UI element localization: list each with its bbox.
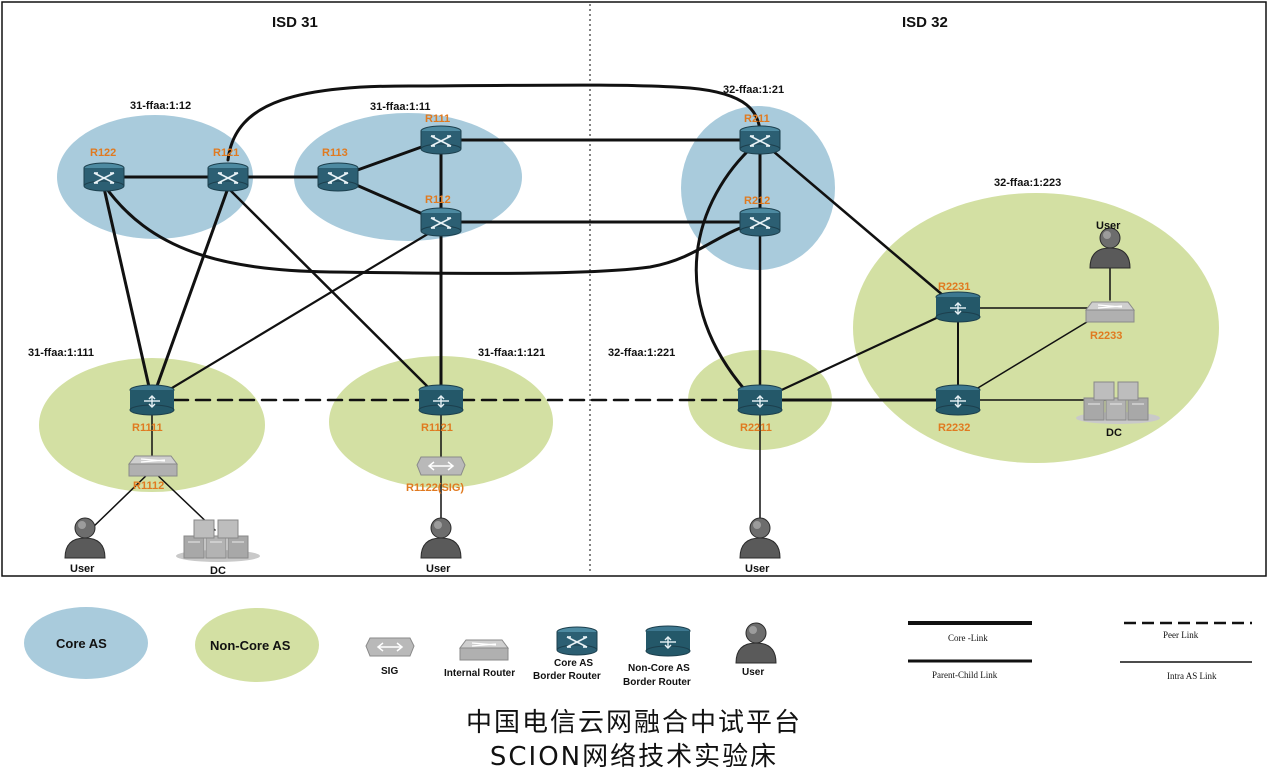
- router-r1121: [418, 384, 464, 416]
- as-31-11-label: 31-ffaa:1:11: [370, 101, 431, 113]
- isd-32-label: ISD 32: [902, 14, 948, 31]
- as-31-11-region: [294, 113, 522, 241]
- legend-internal-router-icon: [459, 639, 509, 661]
- parent-child-link: [150, 224, 443, 402]
- router-r113: [317, 162, 359, 192]
- user-label: User: [745, 563, 770, 575]
- parent-child-link: [694, 138, 762, 392]
- parent-child-link: [150, 186, 230, 402]
- dc-label: DC: [210, 565, 226, 577]
- parent-child-link: [102, 186, 154, 402]
- as-32-223-label: 32-ffaa:1:223: [994, 177, 1061, 189]
- as-32-21-label: 32-ffaa:1:21: [723, 84, 784, 96]
- router-label: R113: [322, 147, 348, 159]
- dc-label: DC: [1106, 427, 1122, 439]
- router-label: R112: [425, 194, 451, 206]
- intra-as-link: [89, 469, 153, 531]
- legend-user-label: User: [742, 667, 764, 678]
- user-label: User: [1096, 220, 1121, 232]
- legend-noncore-br-label-2: Border Router: [623, 677, 691, 688]
- legend-core-link-label: Core -Link: [948, 633, 988, 643]
- legend-sig-icon: [365, 637, 415, 657]
- router-label: R111: [425, 113, 450, 125]
- router-r2211: [737, 384, 783, 416]
- router-r112: [420, 207, 462, 237]
- router-label: R2232: [938, 422, 970, 434]
- parent-child-link: [758, 306, 960, 402]
- as-31-12-label: 31-ffaa:1:12: [130, 100, 191, 112]
- router-label: R1112: [133, 480, 164, 492]
- title-line-2: SCION网络技术实验床: [489, 742, 779, 772]
- router-label: R122: [90, 147, 116, 159]
- router-label: R2231: [938, 281, 970, 293]
- legend: Core AS Non-Core AS SIG Internal Router …: [24, 607, 1252, 688]
- legend-parent-child-label: Parent-Child Link: [932, 670, 998, 680]
- router-label: R121: [213, 147, 239, 159]
- router-r111: [420, 125, 462, 155]
- legend-core-as-label: Core AS: [56, 636, 107, 651]
- as-32-221-label: 32-ffaa:1:221: [608, 347, 675, 359]
- router-r211: [739, 125, 781, 155]
- parent-child-link: [758, 138, 960, 310]
- internal-router-r1112: [128, 455, 178, 477]
- legend-noncore-as-swatch: [195, 608, 319, 682]
- router-r212: [739, 207, 781, 237]
- router-label: R1121: [421, 422, 453, 434]
- router-label: R1111: [132, 422, 163, 434]
- user-label: User: [70, 563, 95, 575]
- legend-peer-link-label: Peer Link: [1163, 630, 1199, 640]
- as-32-223-region: [853, 193, 1219, 463]
- title-line-1: 中国电信云网融合中试平台: [465, 708, 802, 738]
- legend-noncore-br-label-1: Non-Core AS: [628, 663, 690, 674]
- legend-noncore-br-icon: [645, 625, 691, 657]
- legend-internal-router-label: Internal Router: [444, 668, 515, 679]
- router-label: R1122(SIG): [406, 482, 464, 494]
- core-link: [226, 83, 762, 162]
- router-r1111: [129, 384, 175, 416]
- as-32-21-region: [681, 106, 835, 270]
- legend-core-br-icon: [556, 626, 598, 656]
- legend-core-br-label-1: Core AS: [554, 658, 593, 669]
- sig-r1122: [416, 456, 466, 476]
- legend-core-br-label-2: Border Router: [533, 671, 601, 682]
- router-label: R211: [744, 113, 770, 125]
- intra-as-link: [957, 307, 1111, 401]
- legend-noncore-as-label: Non-Core AS: [210, 638, 291, 653]
- as-31-111-label: 31-ffaa:1:111: [28, 347, 94, 359]
- legend-intra-as-label: Intra AS Link: [1167, 671, 1217, 681]
- legend-user-icon: [735, 622, 777, 664]
- as-31-121-label: 31-ffaa:1:121: [478, 347, 545, 359]
- parent-child-link: [226, 186, 443, 402]
- legend-sig-label: SIG: [381, 666, 398, 677]
- core-link: [102, 183, 762, 275]
- legend-core-as-swatch: [24, 607, 148, 679]
- router-label: R2211: [740, 422, 772, 434]
- internal-router-r2233: [1085, 301, 1135, 323]
- router-r2232: [935, 384, 981, 416]
- router-label: R212: [744, 195, 770, 207]
- router-r121: [207, 162, 249, 192]
- router-r122: [83, 162, 125, 192]
- user-label: User: [426, 563, 451, 575]
- isd-31-label: ISD 31: [272, 14, 318, 31]
- router-r2231: [935, 291, 981, 323]
- router-label: R2233: [1090, 330, 1122, 342]
